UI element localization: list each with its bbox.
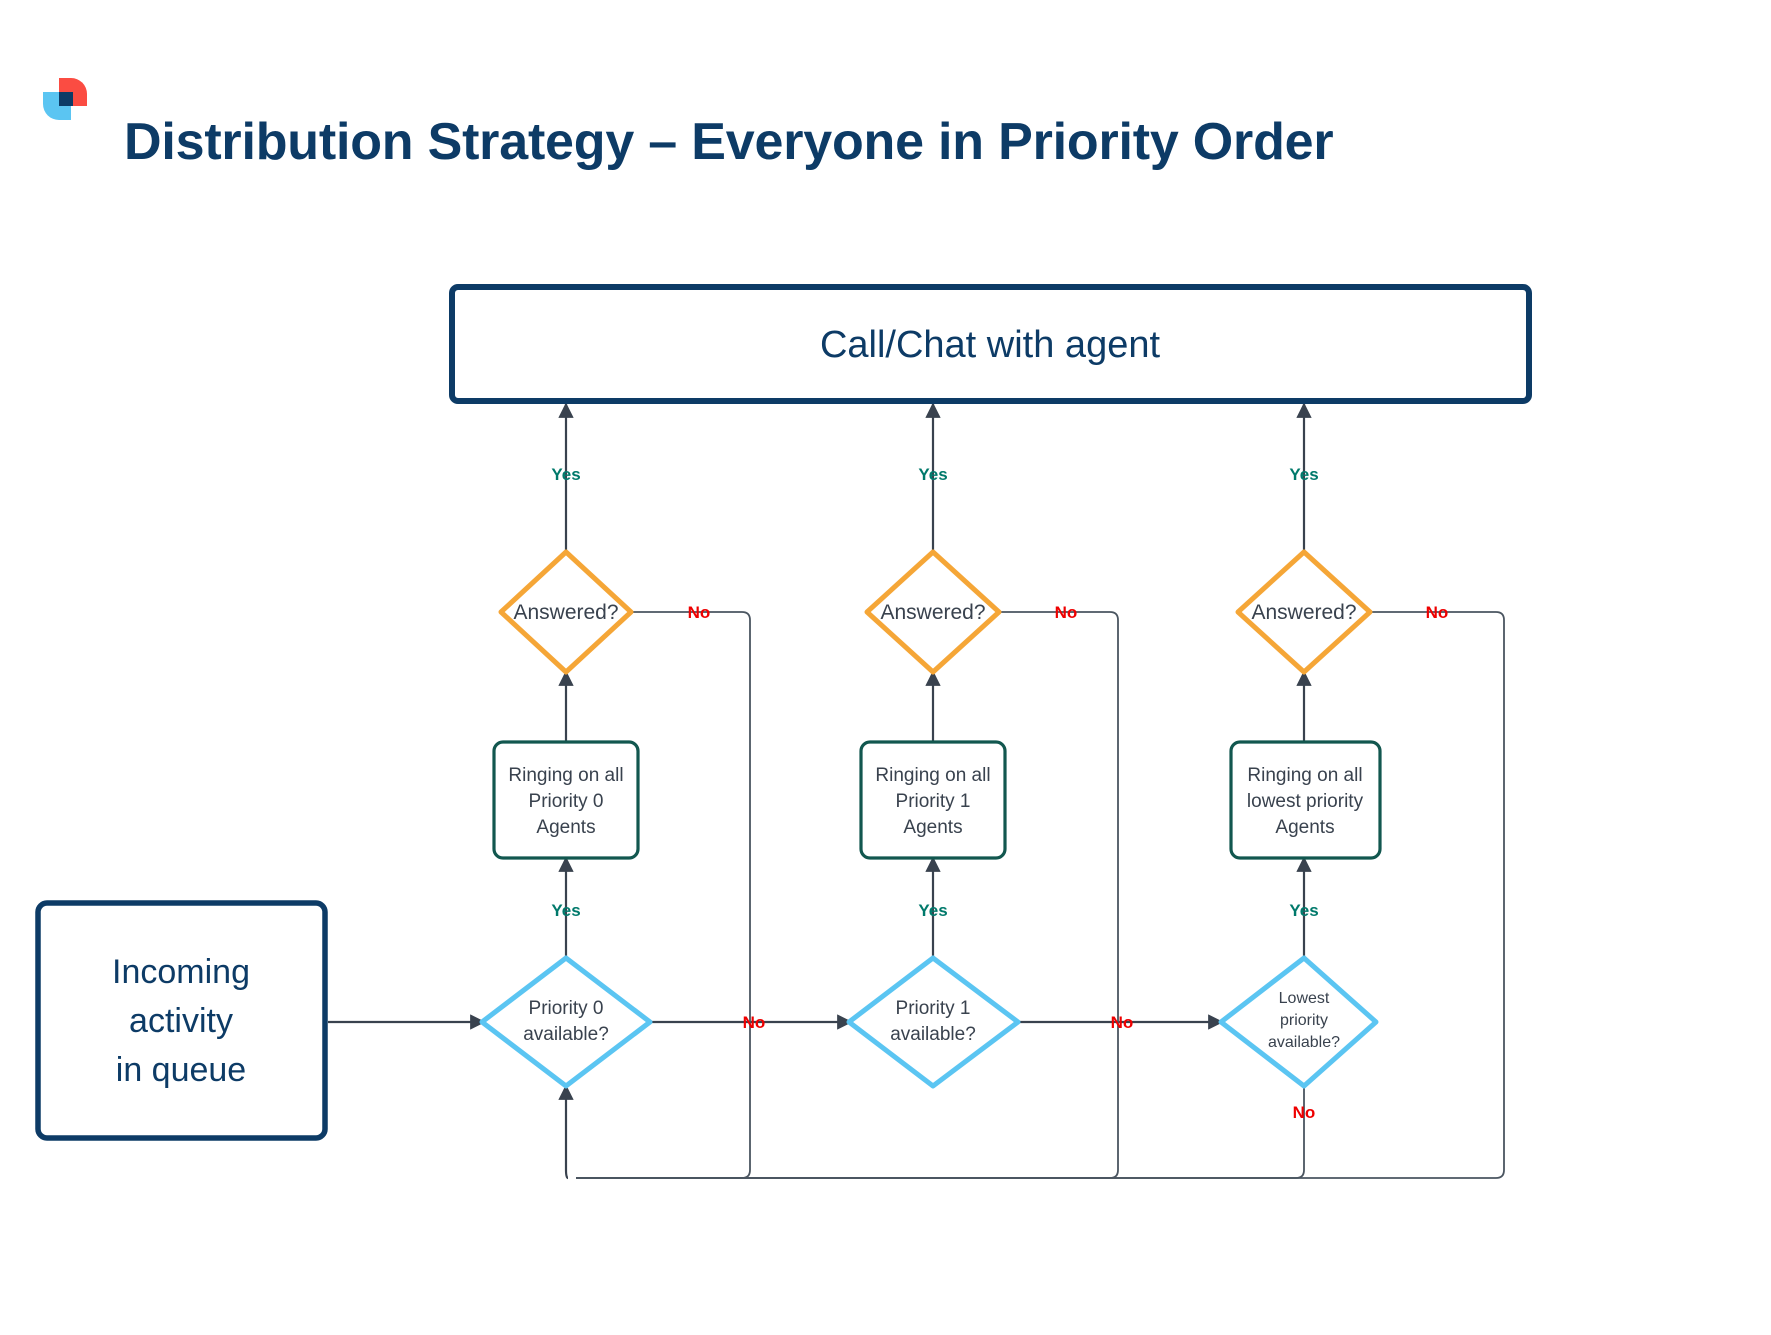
page-header: Distribution Strategy – Everyone in Prio… (0, 0, 1771, 210)
edge-label-answered0-no: No (688, 603, 711, 622)
priority-1-available-line-1: Priority 1 (896, 998, 971, 1019)
decision-answered-priority-1: Answered? (864, 549, 1002, 675)
answered-priority-0-label: Answered? (513, 601, 618, 624)
connector-answered0-no-return (576, 611, 751, 1179)
connector-plow-no-return (576, 1082, 1305, 1179)
edge-label-answered1-no: No (1055, 603, 1078, 622)
edge-label-answered0-yes: Yes (551, 465, 580, 484)
edge-label-p0-no: No (743, 1013, 766, 1032)
decision-priority-1-available: Priority 1 available? (846, 955, 1021, 1089)
brand-logo-icon (33, 66, 95, 128)
lowest-priority-available-line-1: Lowest (1279, 990, 1330, 1007)
ringing-priority-0-line-2: Priority 0 (529, 791, 604, 812)
edge-label-answeredlow-yes: Yes (1289, 465, 1318, 484)
decision-answered-lowest-priority: Answered? (1235, 549, 1373, 675)
lowest-priority-available-line-3: available? (1268, 1034, 1340, 1051)
connector-answeredlow-no-return (576, 611, 1505, 1179)
edge-label-plow-yes: Yes (1289, 901, 1318, 920)
process-ringing-lowest-priority: Ringing on all lowest priority Agents (1229, 740, 1382, 860)
priority-1-available-line-2: available? (890, 1024, 976, 1045)
priority-0-available-line-1: Priority 0 (529, 998, 604, 1019)
connector-answered1-no-return (576, 611, 1119, 1179)
edge-label-answered1-yes: Yes (918, 465, 947, 484)
incoming-activity-line-2: activity (129, 1002, 233, 1040)
answered-priority-1-label: Answered? (880, 601, 985, 624)
edge-label-p1-yes: Yes (918, 901, 947, 920)
call-chat-with-agent-label: Call/Chat with agent (820, 324, 1161, 366)
priority-0-available-line-2: available? (523, 1024, 609, 1045)
ringing-priority-1-line-2: Priority 1 (896, 791, 971, 812)
edge-label-answeredlow-no: No (1426, 603, 1449, 622)
ringing-lowest-priority-line-2: lowest priority (1247, 791, 1364, 812)
lowest-priority-available-line-2: priority (1280, 1012, 1328, 1029)
ringing-lowest-priority-line-3: Agents (1275, 817, 1334, 838)
incoming-activity-node: Incoming activity in queue (35, 900, 328, 1141)
process-ringing-priority-1: Ringing on all Priority 1 Agents (859, 740, 1007, 860)
incoming-activity-line-1: Incoming (112, 953, 250, 991)
ringing-priority-0-line-1: Ringing on all (508, 765, 623, 786)
page-title: Distribution Strategy – Everyone in Prio… (124, 113, 1334, 171)
connector-return-bus-to-p0 (558, 1084, 574, 1180)
ringing-priority-0-line-3: Agents (536, 817, 595, 838)
incoming-activity-line-3: in queue (116, 1051, 246, 1089)
decision-priority-0-available: Priority 0 available? (479, 955, 653, 1089)
ringing-priority-1-line-1: Ringing on all (875, 765, 990, 786)
ringing-priority-1-line-3: Agents (903, 817, 962, 838)
ringing-lowest-priority-line-1: Ringing on all (1247, 765, 1362, 786)
decision-lowest-priority-available: Lowest priority available? (1218, 955, 1379, 1089)
answered-lowest-priority-label: Answered? (1251, 601, 1356, 624)
edge-label-p1-no: No (1111, 1013, 1134, 1032)
decision-answered-priority-0: Answered? (498, 549, 634, 675)
edge-label-p0-yes: Yes (551, 901, 580, 920)
call-chat-with-agent-node: Call/Chat with agent (449, 284, 1532, 404)
process-ringing-priority-0: Ringing on all Priority 0 Agents (492, 740, 640, 860)
edge-label-plow-no: No (1293, 1103, 1316, 1122)
